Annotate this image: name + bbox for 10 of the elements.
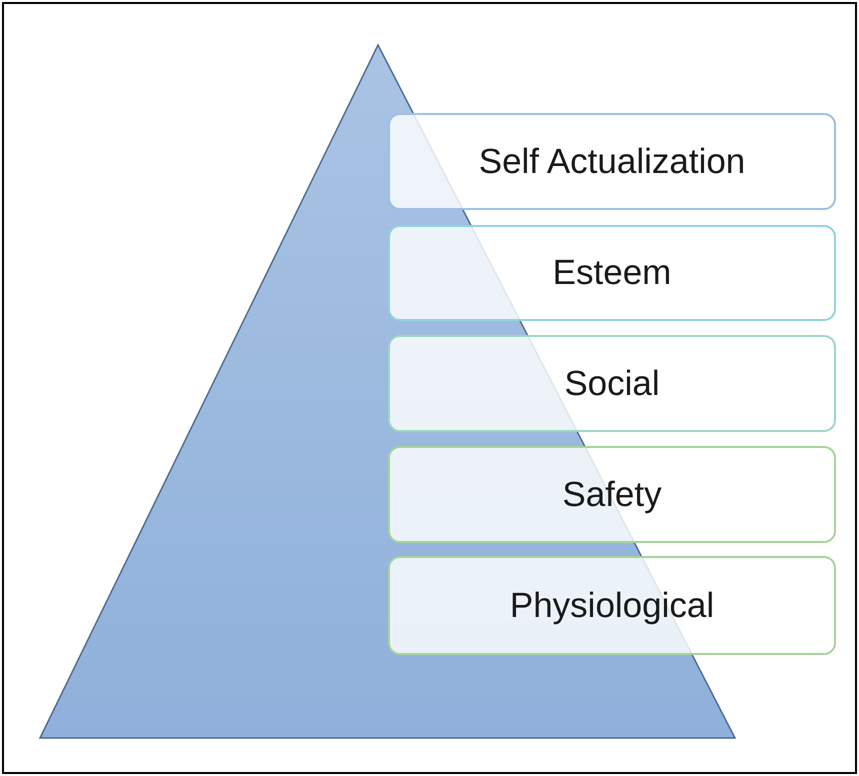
level-label: Safety (562, 474, 662, 514)
level-box (388, 446, 836, 543)
level-label: Social (564, 364, 660, 404)
level-label: Esteem (552, 253, 672, 293)
level-label: Self Actualization (478, 142, 746, 182)
level-box (388, 225, 836, 321)
level-box (388, 556, 836, 655)
level-label: Physiological (510, 586, 714, 626)
level-box (388, 113, 836, 210)
level-box (388, 335, 836, 432)
